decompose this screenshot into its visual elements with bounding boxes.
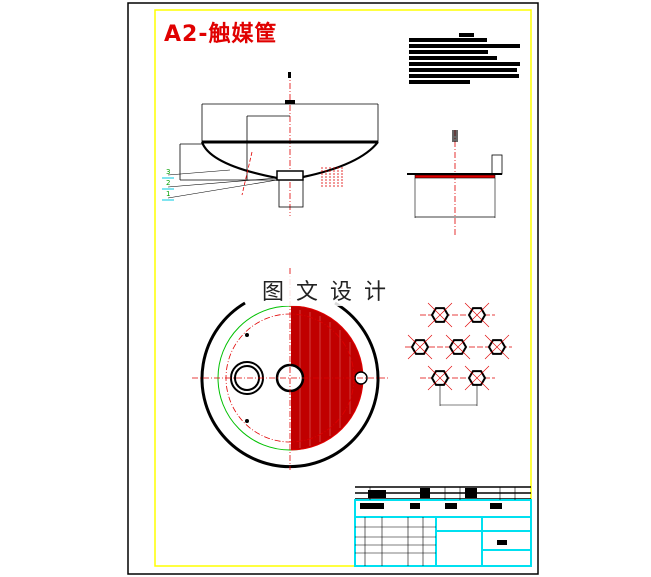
hex-centerline <box>427 302 453 328</box>
section-view <box>407 130 503 235</box>
hex-centerline <box>464 365 490 391</box>
plan-view <box>192 268 388 470</box>
outer-frame <box>127 2 539 575</box>
leader-label-3: 3 <box>166 168 171 176</box>
leader-label-1: 1 <box>166 190 171 198</box>
hex-centerline <box>427 365 453 391</box>
hex-centerline <box>484 334 510 360</box>
hex-centerline <box>445 334 471 360</box>
border-frame <box>154 9 532 567</box>
leader-label-2: 2 <box>166 179 171 187</box>
title-block <box>354 486 532 567</box>
side-view <box>162 72 379 216</box>
technical-notes <box>409 33 520 84</box>
watermark: 图文设计 <box>258 274 403 306</box>
hex-centerline <box>464 302 490 328</box>
drawing-title: A2-触媒筐 <box>164 22 278 47</box>
hex-detail <box>405 302 512 406</box>
hex-centerline <box>407 334 433 360</box>
